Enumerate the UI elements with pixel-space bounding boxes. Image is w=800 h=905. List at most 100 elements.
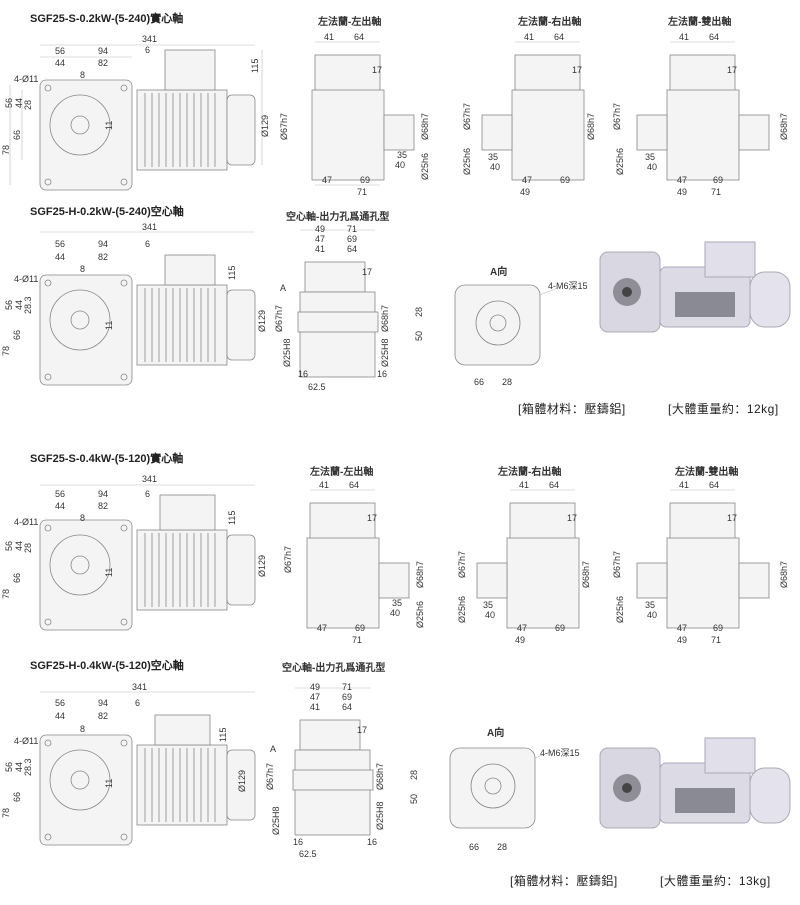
dim-d1: Ø67h7 bbox=[612, 551, 622, 578]
dim-44: 44 bbox=[55, 711, 65, 721]
dim-d3: Ø25h6 bbox=[615, 596, 625, 623]
dim-341: 341 bbox=[142, 34, 157, 44]
dim-49: 49 bbox=[310, 682, 320, 692]
dim-d3: Ø25H8 bbox=[282, 338, 292, 367]
section-title: SGF25-H-0.2kW-(5-240)空心軸 bbox=[30, 206, 184, 218]
dim-47: 47 bbox=[522, 175, 532, 185]
dim-82: 82 bbox=[98, 252, 108, 262]
dim-v44: 44 bbox=[14, 762, 24, 772]
dim-71: 71 bbox=[357, 187, 367, 197]
dim-129: Ø129 bbox=[260, 115, 270, 137]
dim-35: 35 bbox=[392, 598, 402, 608]
dim-a-marker: A bbox=[270, 744, 276, 754]
dim-16b: 16 bbox=[367, 837, 377, 847]
dim-115: 115 bbox=[227, 511, 237, 525]
dim-top2: 64 bbox=[354, 32, 364, 42]
dim-69: 69 bbox=[342, 692, 352, 702]
dim-v28: 28.3 bbox=[23, 296, 33, 314]
dim-49: 49 bbox=[520, 187, 530, 197]
a-view: 4-M6深15 50 28 66 28 bbox=[409, 747, 580, 852]
dim-49: 49 bbox=[677, 187, 687, 197]
view-label: 左法蘭-雙出軸 bbox=[668, 17, 732, 28]
dim-top2: 64 bbox=[709, 480, 719, 490]
dim-top1: 41 bbox=[519, 480, 529, 490]
dim-17: 17 bbox=[367, 513, 377, 523]
dim-17: 17 bbox=[727, 65, 737, 75]
material-note: [箱體材料：壓鑄鋁] bbox=[510, 874, 618, 888]
dim-h28: 28 bbox=[502, 377, 512, 387]
dim-6: 6 bbox=[145, 489, 150, 499]
dim-341: 341 bbox=[142, 474, 157, 484]
hollow-view: 49 47 41 71 69 64 17 A Ø67h7 Ø68h7 Ø25H8… bbox=[274, 224, 390, 392]
dim-v78: 78 bbox=[1, 589, 11, 599]
side-view-right: 41 64 17 Ø67h7 Ø68h7 Ø25h6 35 40 47 69 4… bbox=[462, 32, 596, 197]
dim-129: Ø129 bbox=[257, 555, 267, 577]
view-label: 左法蘭-雙出軸 bbox=[675, 467, 739, 478]
dim-v44: 44 bbox=[14, 300, 24, 310]
dim-35: 35 bbox=[645, 152, 655, 162]
dim-v28: 28 bbox=[414, 307, 424, 317]
dim-35: 35 bbox=[488, 152, 498, 162]
dim-d3: Ø25H8 bbox=[271, 806, 281, 835]
weight-note: [大體重量約：12kg] bbox=[668, 402, 779, 416]
dim-47: 47 bbox=[310, 692, 320, 702]
dim-d1: Ø67h7 bbox=[265, 763, 275, 790]
motor-photo bbox=[599, 737, 791, 829]
dim-47: 47 bbox=[315, 234, 325, 244]
dim-69: 69 bbox=[713, 175, 723, 185]
dim-d3: Ø25h6 bbox=[457, 596, 467, 623]
dim-d3: Ø25h6 bbox=[415, 601, 425, 628]
dim-115: 115 bbox=[250, 59, 260, 73]
dim-11: 11 bbox=[104, 568, 114, 577]
dim-69: 69 bbox=[347, 234, 357, 244]
view-label: A向 bbox=[490, 267, 508, 278]
dim-v28: 28 bbox=[409, 770, 419, 780]
dim-35: 35 bbox=[397, 150, 407, 160]
dim-47: 47 bbox=[677, 623, 687, 633]
dim-69: 69 bbox=[560, 175, 570, 185]
dim-56: 56 bbox=[55, 698, 65, 708]
dim-71: 71 bbox=[342, 682, 352, 692]
dim-47: 47 bbox=[677, 175, 687, 185]
dim-6: 6 bbox=[135, 698, 140, 708]
dim-11: 11 bbox=[104, 321, 114, 330]
dim-62-5: 62.5 bbox=[308, 382, 326, 392]
dim-17: 17 bbox=[727, 513, 737, 523]
dim-v44: 44 bbox=[14, 98, 24, 108]
dim-16a: 16 bbox=[293, 837, 303, 847]
main-drawing: 341 6 56 94 44 82 8 4-Ø11 115 11 Ø129 56… bbox=[1, 682, 256, 846]
hollow-view: 49 47 41 71 69 64 17 A Ø67h7 Ø68h7 Ø25H8… bbox=[265, 682, 385, 859]
dim-d2: Ø68h7 bbox=[779, 561, 789, 588]
dim-d2: Ø68h7 bbox=[415, 561, 425, 588]
dim-11: 11 bbox=[104, 779, 114, 788]
dim-d1: Ø67h7 bbox=[457, 551, 467, 578]
dim-d4: Ø25H8 bbox=[375, 801, 385, 830]
dim-v56: 56 bbox=[4, 762, 14, 772]
dim-v66: 66 bbox=[12, 130, 22, 140]
dim-d3: Ø25h6 bbox=[462, 148, 472, 175]
dim-d1: Ø67h7 bbox=[462, 103, 472, 130]
dim-129: Ø129 bbox=[237, 770, 247, 792]
side-view-right: 41 64 17 Ø67h7 Ø68h7 Ø25h6 35 40 47 69 4… bbox=[457, 480, 591, 645]
dim-top2: 64 bbox=[349, 480, 359, 490]
dim-top1: 41 bbox=[524, 32, 534, 42]
dim-69: 69 bbox=[355, 623, 365, 633]
dim-94: 94 bbox=[98, 489, 108, 499]
tap-label: 4-M6深15 bbox=[540, 748, 580, 758]
tap-label: 4-M6深15 bbox=[548, 281, 588, 291]
dim-d2: Ø68h7 bbox=[581, 561, 591, 588]
dim-47: 47 bbox=[317, 623, 327, 633]
dim-top1: 41 bbox=[319, 480, 329, 490]
dim-d2: Ø68h7 bbox=[586, 113, 596, 140]
side-view-left: 41 64 17 Ø67h7 Ø68h7 Ø25h6 35 40 47 69 7… bbox=[283, 480, 425, 645]
dim-40: 40 bbox=[490, 162, 500, 172]
dim-40: 40 bbox=[395, 160, 405, 170]
dim-82: 82 bbox=[98, 58, 108, 68]
side-view-double: 41 64 17 Ø67h7 Ø68h7 Ø25h6 35 40 47 69 4… bbox=[612, 480, 789, 645]
dim-d1: Ø67h7 bbox=[279, 113, 289, 140]
view-label: 空心軸-出力孔爲通孔型 bbox=[286, 212, 390, 223]
dim-d2: Ø68h7 bbox=[380, 305, 390, 332]
dim-44: 44 bbox=[55, 252, 65, 262]
dim-71: 71 bbox=[347, 224, 357, 234]
dim-v28: 28 bbox=[23, 543, 33, 553]
